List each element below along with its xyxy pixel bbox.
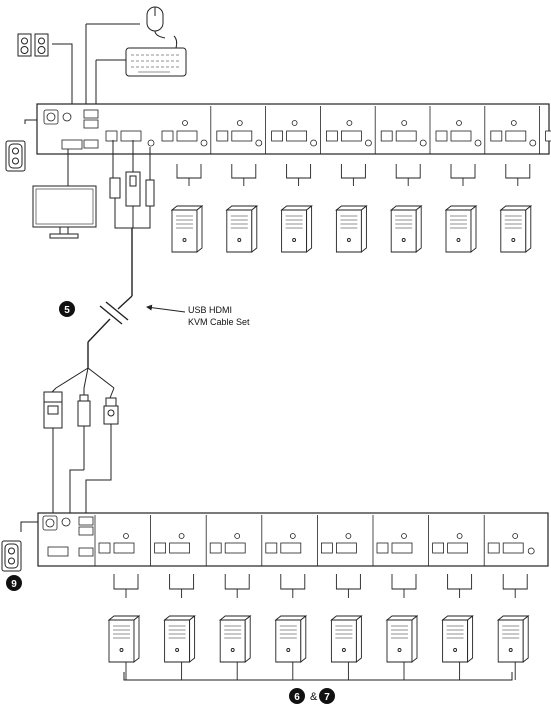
top-connector-7	[505, 164, 531, 186]
top-connector-5	[395, 164, 421, 186]
top-kvm-switch	[36, 103, 551, 155]
bottom-connector-2	[169, 574, 195, 680]
bottom-connector-4	[280, 574, 306, 680]
speakers-icon	[17, 33, 49, 57]
top-computer-6	[444, 205, 478, 253]
top-port-4	[319, 106, 372, 154]
bottom-computer-5	[330, 615, 363, 663]
bottom-connector-7	[447, 574, 473, 680]
bottom-connector-6	[391, 574, 417, 680]
top-computer-ports	[161, 106, 551, 154]
top-port-6	[429, 106, 482, 154]
bottom-connector-5	[335, 574, 361, 680]
top-computer-4	[335, 205, 368, 253]
bottom-computer-3	[218, 615, 252, 663]
bottom-connector-3	[224, 574, 250, 680]
bottom-computer-8	[496, 615, 530, 663]
top-port-1	[161, 120, 208, 147]
keyboard-icon	[125, 35, 187, 77]
bottom-port-2	[150, 515, 191, 566]
top-computer-3	[280, 205, 313, 253]
bottom-computer-2	[163, 615, 196, 663]
power-outlet-icon	[5, 119, 40, 172]
top-console-ports	[43, 109, 155, 150]
peripheral-cables	[52, 23, 140, 104]
step-badges-6-7: 6 & 7	[289, 688, 335, 704]
computers-bracket	[123, 672, 513, 681]
top-port-8	[539, 106, 551, 154]
top-computer-1	[170, 205, 204, 253]
bottom-port-8	[483, 515, 535, 566]
bottom-port-3	[205, 515, 246, 566]
bottom-console-ports	[42, 515, 94, 557]
mouse-icon	[146, 6, 166, 39]
svg-text:&: &	[310, 691, 318, 703]
bottom-port-6	[372, 515, 413, 566]
top-port-3	[265, 106, 318, 154]
callout-arrow	[146, 304, 186, 313]
callout-line2: KVM Cable Set	[188, 317, 250, 327]
bottom-computers	[107, 574, 530, 680]
bottom-computer-4	[274, 615, 308, 663]
bottom-computer-7	[441, 615, 474, 663]
svg-text:7: 7	[324, 692, 330, 703]
svg-text:5: 5	[64, 305, 70, 316]
bottom-connector-1	[113, 574, 139, 680]
bottom-computer-ports	[94, 515, 535, 566]
top-connector-4	[340, 164, 366, 186]
top-computer-2	[225, 205, 259, 253]
bottom-port-4	[261, 515, 302, 566]
step-badge-5: 5	[59, 301, 75, 317]
bottom-computer-6	[385, 615, 419, 663]
bottom-computer-1	[107, 615, 141, 663]
top-connector-2	[231, 164, 257, 186]
top-connector-1	[176, 164, 202, 186]
top-computer-5	[389, 205, 423, 253]
bottom-connector-8	[502, 574, 528, 680]
step-badge-9: 9	[6, 575, 22, 591]
bottom-port-5	[316, 515, 357, 566]
monitor-icon	[32, 149, 97, 239]
top-connector-6	[450, 164, 476, 186]
top-port-2	[210, 106, 263, 154]
top-connector-3	[286, 164, 312, 186]
svg-text:9: 9	[11, 579, 17, 590]
bottom-port-1	[94, 515, 135, 566]
power-outlet-icon	[1, 521, 40, 572]
callout-line1: USB HDMI	[188, 305, 232, 315]
kvm-cable-set	[43, 140, 155, 515]
top-port-7	[484, 106, 537, 154]
bottom-port-7	[428, 515, 469, 566]
top-computer-7	[499, 205, 533, 253]
bottom-kvm-switch	[37, 512, 549, 567]
svg-text:6: 6	[294, 692, 300, 703]
top-computers	[170, 164, 533, 253]
top-port-5	[374, 106, 427, 154]
